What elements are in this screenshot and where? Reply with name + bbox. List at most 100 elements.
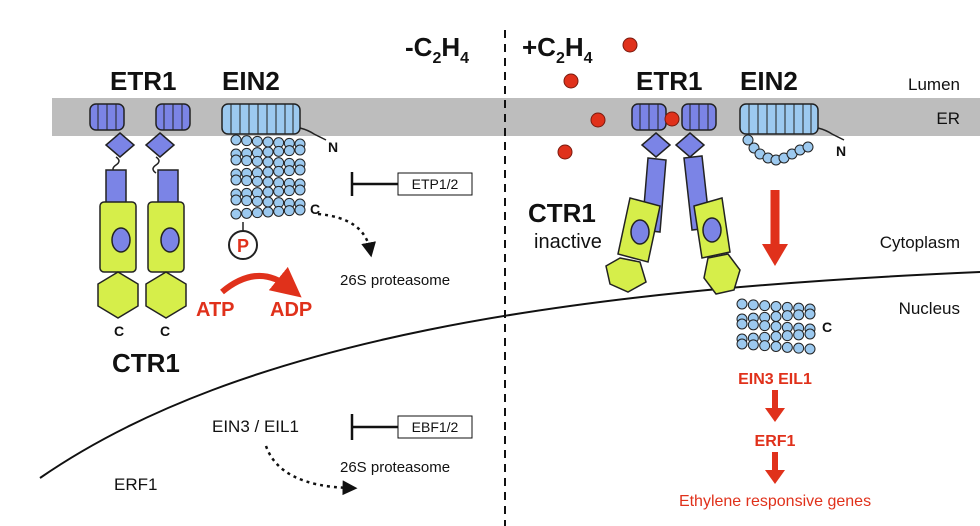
ein2-bead	[273, 185, 285, 197]
ein2-protein-right	[739, 103, 845, 166]
ein3-eil1-label-left: EIN3 / EIL1	[212, 417, 299, 436]
ebf-box	[397, 415, 473, 439]
etp-label: ETP1/2	[412, 176, 459, 192]
ein2-bead	[770, 311, 782, 322]
ein2-bead	[742, 134, 754, 146]
ein2-bead	[770, 341, 782, 352]
erf1-label-left: ERF1	[114, 475, 157, 494]
label-lumen: Lumen	[908, 75, 960, 94]
ein2-n-terminus-right: N	[836, 143, 846, 159]
label-nucleus: Nucleus	[899, 299, 960, 318]
ethylene-responsive-genes-label: Ethylene responsive genes	[679, 493, 871, 510]
proteasome-label-2: 26S proteasome	[340, 459, 450, 476]
ein2-bead	[262, 136, 274, 148]
etr1-label-right: ETR1	[636, 66, 702, 96]
ein2-cleavage-arrowhead	[762, 244, 788, 266]
ein3-eil1-label-right: EIN3 EIL1	[738, 371, 812, 388]
phospho-circle	[228, 230, 258, 260]
proteasome-arrow-2	[264, 445, 358, 496]
ein2-bead	[770, 331, 782, 342]
ein2-bead	[230, 154, 242, 166]
ein2-c-terminus-left: C	[310, 201, 320, 217]
ein2-bead	[294, 144, 306, 156]
cascade-arrowhead-1	[765, 408, 785, 422]
ein2-bead	[241, 175, 253, 187]
ein2-bead	[759, 320, 771, 332]
ein2-bead	[251, 207, 263, 219]
nuclear-envelope	[39, 271, 980, 479]
ethylene-molecule	[622, 37, 638, 53]
ctr1-inactive-label: inactive	[534, 231, 602, 253]
ein2-bead	[241, 195, 253, 207]
ein2-bead	[283, 165, 295, 177]
label-cytoplasm: Cytoplasm	[880, 233, 960, 252]
ein2-bead	[759, 340, 771, 352]
er-membrane	[52, 98, 980, 136]
ethylene-molecule	[557, 144, 573, 160]
phospho-label: P	[237, 236, 249, 256]
proteasome-arrow-1	[317, 212, 376, 258]
ein2-bead	[241, 155, 253, 167]
condition-minus-ethylene: -C2H4	[405, 32, 469, 67]
ein2-bead	[294, 184, 306, 196]
ein2-bead	[736, 338, 748, 350]
ein2-bead	[262, 186, 274, 198]
ein2-bead	[781, 341, 793, 353]
ein2-bead	[793, 329, 805, 341]
ein2-bead	[251, 135, 263, 147]
ein2-bead	[804, 308, 816, 320]
ein2-bead	[230, 174, 242, 186]
ein2-label-left: EIN2	[222, 66, 280, 96]
ein2-bead	[251, 155, 263, 167]
ein2-cterminal-tail-right	[742, 134, 814, 166]
ctr1-c-terminus-1: C	[114, 323, 124, 339]
ein2-bead	[262, 146, 274, 158]
ethylene-molecule	[563, 73, 579, 89]
ctr1-inactive-right	[605, 197, 741, 295]
ein2-bead	[747, 339, 759, 351]
label-er: ER	[936, 109, 960, 128]
ein2-bead	[781, 330, 793, 342]
ein2-bead	[781, 310, 793, 322]
ein2-bead	[251, 175, 263, 187]
ein2-c-terminus-right: C	[822, 319, 832, 335]
ein2-bead	[262, 176, 274, 188]
atp-adp-arrow	[220, 266, 302, 298]
ethylene-bound	[664, 111, 680, 127]
atp-label: ATP	[196, 299, 235, 321]
etp-box	[397, 172, 473, 196]
ein2-bead	[802, 141, 814, 153]
ein2-bead	[804, 328, 816, 340]
ein2-bead	[747, 299, 759, 311]
ein2-bead	[294, 164, 306, 176]
ein2-bead	[283, 145, 295, 157]
ein2-bead	[262, 196, 274, 208]
ctr1-label-right: CTR1	[528, 198, 596, 228]
ein2-cterminal-beads-left	[230, 134, 306, 220]
ein2-cterminus-nuclear	[736, 298, 816, 355]
ein2-bead	[793, 309, 805, 321]
ein2-bead	[747, 319, 759, 331]
cascade-arrowhead-2	[765, 470, 785, 484]
ein2-bead	[262, 156, 274, 168]
ein2-bead	[793, 342, 805, 354]
erf1-label-right: ERF1	[755, 433, 796, 450]
ein2-bead	[283, 185, 295, 197]
ein2-bead	[262, 206, 274, 218]
ctr1-label-left: CTR1	[112, 348, 180, 378]
condition-plus-ethylene: +C2H4	[522, 32, 593, 67]
ein2-bead	[759, 300, 771, 312]
ein2-label-right: EIN2	[740, 66, 798, 96]
ein2-bead	[251, 195, 263, 207]
ein2-bead	[283, 205, 295, 217]
adp-label: ADP	[270, 299, 312, 321]
ein2-bead	[770, 301, 782, 312]
ein2-bead	[230, 208, 242, 220]
ein2-n-terminus-left: N	[328, 139, 338, 155]
ein2-bead	[273, 165, 285, 177]
ein2-bead	[736, 298, 748, 310]
ein2-bead	[273, 145, 285, 157]
ein2-bead	[770, 321, 782, 332]
